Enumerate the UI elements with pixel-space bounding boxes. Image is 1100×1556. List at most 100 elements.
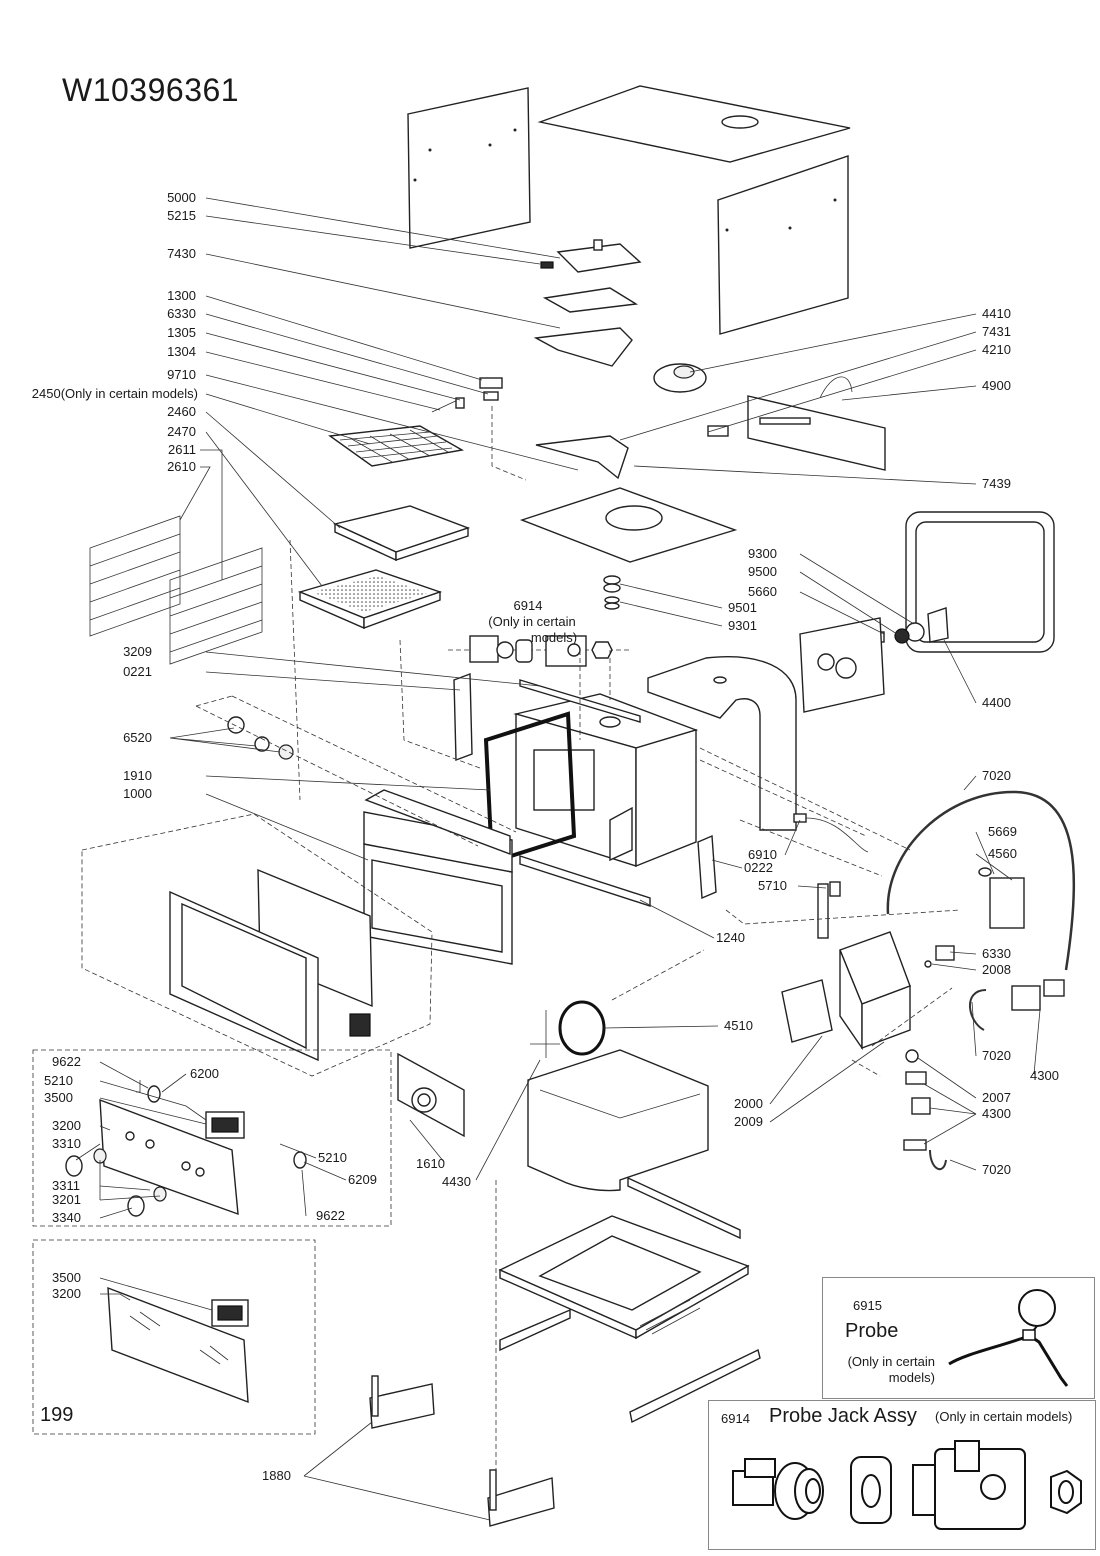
oven-cavity — [513, 693, 699, 868]
right-side-rack — [169, 547, 263, 665]
label-5000: 5000 — [167, 190, 196, 205]
label-6330: 6330 — [167, 306, 196, 321]
label-9501: 9501 — [728, 600, 757, 615]
water-pump — [978, 867, 1025, 929]
label-3200-lower: 3200 — [52, 1286, 81, 1301]
crisper-tray — [297, 569, 443, 630]
label-7020-mid: 7020 — [982, 1048, 1011, 1063]
label-4210: 4210 — [982, 342, 1011, 357]
baking-tray — [332, 505, 471, 562]
label-7020-top: 7020 — [982, 768, 1011, 783]
label-4560: 4560 — [988, 846, 1017, 861]
drain-hose — [886, 790, 1076, 971]
base-rail-upper — [627, 1176, 741, 1240]
label-6910: 6910 — [748, 847, 777, 862]
cooling-fan — [653, 363, 707, 393]
label-5669: 5669 — [988, 824, 1017, 839]
upper-plate — [519, 487, 738, 563]
probe-jack-note: (Only in certain models) — [935, 1409, 1073, 1424]
right-cavity-strip — [697, 834, 717, 900]
solenoid-valve — [969, 979, 1065, 1031]
label-2610: 2610 — [167, 459, 196, 474]
outer-door — [169, 890, 319, 1062]
probe-note-line1: (Only in certain — [847, 1354, 935, 1369]
alt-control-panel — [107, 1286, 249, 1404]
label-9300: 9300 — [748, 546, 777, 561]
control-panel-assembly — [99, 1098, 245, 1216]
side-door-window — [905, 511, 1055, 653]
label-9622-bottom: 9622 — [316, 1208, 345, 1223]
label-9301: 9301 — [728, 618, 757, 633]
water-tube — [817, 881, 841, 939]
label-2460: 2460 — [167, 404, 196, 419]
reservoir-cover — [781, 979, 833, 1043]
probe-icon — [948, 1289, 1069, 1387]
probe-inset-box: 6915 Probe (Only in certain models) — [822, 1277, 1095, 1399]
label-0221: 0221 — [123, 664, 152, 679]
convection-heater — [530, 1000, 606, 1058]
upper-duct — [535, 435, 629, 480]
lower-housing — [527, 1049, 709, 1192]
part-labels: 5000 5215 7430 1300 6330 1305 1304 9710 … — [32, 190, 1059, 1483]
springs — [603, 575, 621, 610]
air-deflector — [533, 327, 633, 367]
label-4300-lower: 4300 — [982, 1106, 1011, 1121]
label-1880: 1880 — [262, 1468, 291, 1483]
support-leg-upper — [369, 1375, 435, 1429]
probe-jack-part-number: 6914 — [721, 1411, 750, 1426]
water-reservoir — [839, 931, 911, 1051]
label-9622-top: 9622 — [52, 1054, 81, 1069]
door-latch — [349, 1013, 371, 1037]
control-board — [540, 239, 642, 273]
label-9500: 9500 — [748, 564, 777, 579]
cabinet-left-side-panel — [407, 87, 531, 249]
label-5215: 5215 — [167, 208, 196, 223]
label-1910: 1910 — [123, 768, 152, 783]
label-2611: 2611 — [168, 442, 196, 457]
reservoir-switch — [924, 945, 955, 968]
label-3311: 3311 — [52, 1178, 80, 1193]
door-group-outline — [81, 813, 433, 1077]
left-cavity-strip — [453, 672, 473, 762]
label-1000: 1000 — [123, 786, 152, 801]
board-tray — [542, 287, 639, 313]
label-2000: 2000 — [734, 1096, 763, 1111]
label-2450: 2450(Only in certain models) — [32, 386, 198, 401]
label-6914: 6914 — [514, 598, 543, 613]
label-1305: 1305 — [167, 325, 196, 340]
label-5210-right: 5210 — [318, 1150, 347, 1165]
base-rail-left — [499, 1308, 571, 1352]
label-3500-top: 3500 — [44, 1090, 73, 1105]
label-1240: 1240 — [716, 930, 745, 945]
label-3310: 3310 — [52, 1136, 81, 1151]
label-3200-top: 3200 — [52, 1118, 81, 1133]
label-2470: 2470 — [167, 424, 196, 439]
door-gasket — [483, 711, 577, 865]
door-glass — [257, 868, 373, 1008]
label-7439: 7439 — [982, 476, 1011, 491]
base-plate — [498, 1215, 750, 1340]
lamp-plate — [799, 617, 885, 713]
left-side-rack — [89, 515, 181, 637]
base-rail-right — [629, 1348, 761, 1424]
label-4900: 4900 — [982, 378, 1011, 393]
label-9710: 9710 — [167, 367, 196, 382]
bottom-trim — [519, 855, 651, 907]
label-6330-right: 6330 — [982, 946, 1011, 961]
assembly-guide-lines — [195, 406, 961, 1470]
label-1300: 1300 — [167, 288, 196, 303]
probe-jack-title: Probe Jack Assy — [769, 1405, 917, 1427]
alt-control-group-outline — [32, 1239, 316, 1435]
heater-connector — [707, 376, 853, 437]
probe-jack-icon — [732, 1440, 1082, 1530]
label-2009: 2009 — [734, 1114, 763, 1129]
label-4430: 4430 — [442, 1174, 471, 1189]
label-0222: 0222 — [744, 860, 773, 875]
label-2008: 2008 — [982, 962, 1011, 977]
label-7431: 7431 — [982, 324, 1011, 339]
label-6209: 6209 — [348, 1172, 377, 1187]
label-1610: 1610 — [416, 1156, 445, 1171]
label-3500-lower: 3500 — [52, 1270, 81, 1285]
label-5710: 5710 — [758, 878, 787, 893]
cavity-top-cover — [647, 656, 797, 831]
